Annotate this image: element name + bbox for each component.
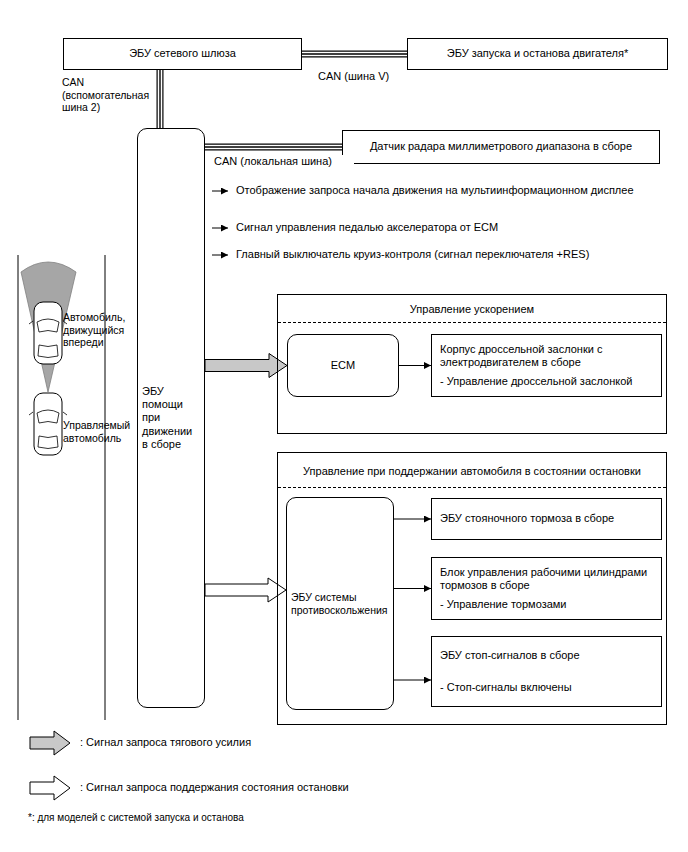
signal-label: Отображение запроса начала движения на м… [236,184,634,197]
bus-label: CAN (локальная шина) [214,155,354,168]
box-label: ECM [331,359,355,372]
legend-arrow-sample [30,731,70,755]
bus-label: CAN (вспомогательная шина 2) [62,76,154,114]
box-label: ЭБУ системы противоскольжения [291,591,389,616]
legend-arrow-sample [30,776,70,800]
box-label: ЭБУ запуска и останова двигателя* [447,47,628,60]
ecm-box: ECM [287,334,399,397]
vehicle-label: Управляемый автомобиль [63,419,135,444]
can-bus [160,70,161,128]
stop-start-ecu: ЭБУ запуска и останова двигателя* [407,38,668,70]
parking-brake-ecu: ЭБУ стояночного тормоза в сборе [431,498,662,540]
legend-text: : Сигнал запроса тягового усилия [80,736,251,749]
driving-support-ecu: ЭБУ помощи при движении в сборе [137,128,205,708]
radar-sensor: Датчик радара миллиметрового диапазона в… [342,130,660,164]
footnote: *: для моделей с системой запуска и оста… [28,812,244,824]
vehicle-label: Автомобиль, движущийся впереди [63,311,135,349]
signal-arrow [212,191,228,192]
control-group: Управление при поддержании автомобиля в … [277,452,667,725]
brake-actuator-box: Блок управления рабочими цилиндрами торм… [431,557,662,620]
bus-label: CAN (шина V) [318,70,438,83]
lane-line [18,255,19,720]
signal-arrow [394,519,431,520]
request-arrow [205,354,287,378]
signal-arrow [394,680,431,681]
signal-label: Главный выключатель круиз-контроля (сигн… [236,248,589,261]
signal-arrow [394,588,431,589]
request-arrow [205,578,286,602]
signal-label: Сигнал управления педалью акселератора о… [236,221,498,234]
legend-text: : Сигнал запроса поддержания состояния о… [80,781,349,794]
signal-arrow [399,365,431,366]
box-note: - Управление тормозами [440,598,653,611]
can-bus [205,147,342,148]
control-group: Управление ускорениемECM Корпус дроссельн… [277,294,667,434]
box-note: - Стоп-сигналы включены [440,681,653,694]
gateway-ecu: ЭБУ сетевого шлюза [63,38,302,70]
own-car [29,393,67,455]
box-label: ЭБУ помощи при движении в сборе [142,385,200,451]
box-label: ЭБУ сетевого шлюза [129,47,236,60]
box-label: Корпус дроссельной заслонки с электродви… [440,343,653,369]
stop-lamp-ecu: ЭБУ стоп-сигналов в сборе - Стоп-сигналы … [431,636,662,707]
can-bus [302,54,407,55]
box-label: Датчик радара миллиметрового диапазона в… [370,140,632,153]
signal-arrow [212,228,228,229]
preceding-car [29,302,67,364]
signal-arrow [212,255,228,256]
box-label: Блок управления рабочими цилиндрами торм… [440,566,653,592]
box-label: ЭБУ стоп-сигналов в сборе [440,649,653,662]
group-heading: Управление ускорением [278,295,666,323]
skid-control-ecu: ЭБУ системы противоскольжения [286,497,394,710]
group-heading: Управление при поддержании автомобиля в … [278,453,666,488]
box-label: ЭБУ стояночного тормоза в сборе [440,512,653,525]
box-note: - Управление дроссельной заслонкой [440,375,653,388]
throttle-body-box: Корпус дроссельной заслонки с электродви… [431,334,662,397]
